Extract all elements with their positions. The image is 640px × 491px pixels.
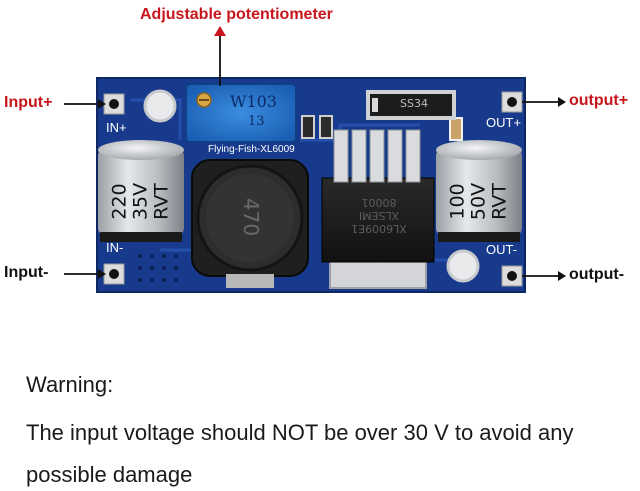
silk-out-minus: OUT- bbox=[486, 242, 518, 257]
silk-in-plus: IN+ bbox=[106, 120, 127, 135]
input-minus-callout: Input- bbox=[4, 264, 49, 281]
cap-right-line: 50V bbox=[467, 182, 490, 221]
output-minus-callout: output- bbox=[569, 266, 625, 283]
cap-left-line: 35V bbox=[129, 182, 152, 221]
warning-line-1: The input voltage should NOT be over 30 … bbox=[26, 420, 574, 445]
potentiometer[interactable] bbox=[185, 83, 297, 143]
capacitor-right bbox=[436, 148, 522, 236]
cap-right-line: RVT bbox=[488, 183, 511, 220]
silk-in-minus: IN- bbox=[106, 240, 124, 255]
chip-line: XL6009E1 bbox=[351, 222, 407, 235]
potentiometer-callout: Adjustable potentiometer bbox=[140, 6, 333, 23]
pot-sub: 13 bbox=[248, 114, 265, 129]
chip-pins bbox=[333, 129, 421, 183]
smd-resistor bbox=[319, 115, 333, 139]
inductor-code: 470 bbox=[239, 197, 264, 237]
silk-out-plus: OUT+ bbox=[486, 115, 522, 130]
warning-line-2: possible damage bbox=[26, 462, 193, 487]
chip-line: XLSEMI bbox=[358, 209, 400, 222]
diode-code: SS34 bbox=[400, 97, 428, 110]
input-plus-callout: Input+ bbox=[4, 94, 53, 111]
schottky-diode bbox=[366, 90, 456, 120]
callout-arrows bbox=[64, 26, 566, 281]
cap-left-marking: 220 35V RVT bbox=[108, 165, 173, 239]
mounting-hole bbox=[446, 249, 480, 283]
boost-chip bbox=[321, 177, 435, 263]
cap-left-line: 220 bbox=[108, 183, 131, 220]
chip-line: 80001 bbox=[361, 196, 397, 209]
smd-capacitor bbox=[449, 117, 463, 141]
smd-resistor bbox=[301, 115, 315, 139]
warning-title: Warning: bbox=[26, 372, 114, 397]
mounting-hole bbox=[143, 89, 177, 123]
pot-code: W103 bbox=[230, 92, 277, 111]
cap-left-line: RVT bbox=[150, 183, 173, 220]
silk-brand: Flying-Fish-XL6009 bbox=[208, 144, 295, 155]
chip-marking: XL6009E1 XLSEMI 80001 bbox=[336, 196, 422, 235]
output-plus-callout: output+ bbox=[569, 92, 629, 109]
via-grid bbox=[138, 254, 178, 282]
capacitor-left bbox=[98, 148, 184, 236]
cap-right-line: 100 bbox=[446, 183, 469, 220]
cap-right-marking: 100 50V RVT bbox=[446, 165, 511, 239]
